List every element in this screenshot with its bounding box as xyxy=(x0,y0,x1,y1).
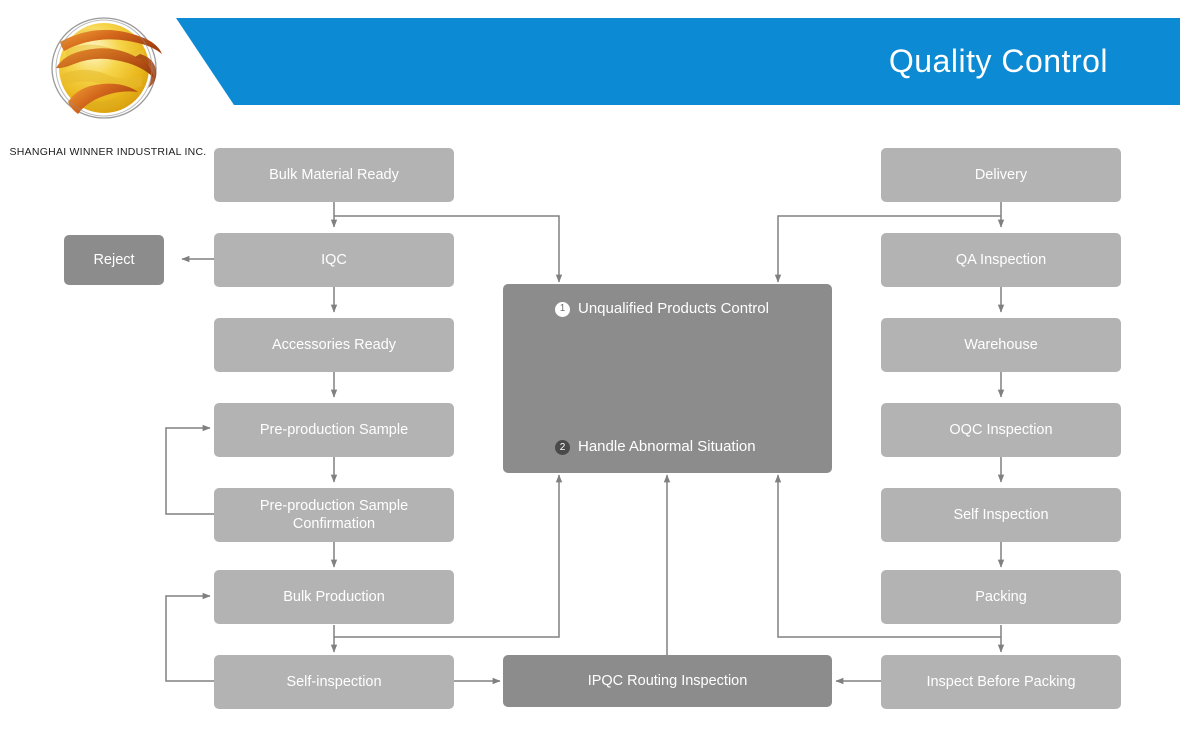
node-self-inspection-right[interactable]: Self Inspection xyxy=(881,488,1121,542)
badge-number-1-icon: 1 xyxy=(555,301,570,317)
node-label: Pre-production Sample Confirmation xyxy=(259,497,409,532)
arrow-confirmation-feedback-to-sample xyxy=(165,424,214,515)
globe-logo-icon xyxy=(51,17,162,119)
node-label: Bulk Material Ready xyxy=(269,166,399,183)
node-reject[interactable]: Reject xyxy=(64,235,164,285)
node-warehouse[interactable]: Warehouse xyxy=(881,318,1121,372)
banner-shape xyxy=(176,18,1180,105)
node-label: OQC Inspection xyxy=(949,421,1053,438)
node-oqc-inspection[interactable]: OQC Inspection xyxy=(881,403,1121,457)
center-item-label: Handle Abnormal Situation xyxy=(578,438,756,456)
node-inspect-before-packing[interactable]: Inspect Before Packing xyxy=(881,655,1121,709)
node-bulk-material-ready[interactable]: Bulk Material Ready xyxy=(214,148,454,202)
node-accessories-ready[interactable]: Accessories Ready xyxy=(214,318,454,372)
node-ipqc-routing-inspection[interactable]: IPQC Routing Inspection xyxy=(503,655,832,707)
node-label: Warehouse xyxy=(964,336,1038,353)
node-label: Reject xyxy=(93,251,135,268)
node-label: Packing xyxy=(975,588,1027,605)
badge-number-2-icon: 2 xyxy=(555,440,570,456)
node-label: Pre-production Sample xyxy=(259,421,409,438)
center-item-2: 2 Handle Abnormal Situation xyxy=(503,438,832,457)
node-pre-production-sample[interactable]: Pre-production Sample xyxy=(214,403,454,457)
arrow-self-inspection-feedback-to-bulk-production xyxy=(165,592,214,682)
header-banner: Quality Control xyxy=(176,18,1180,105)
node-packing[interactable]: Packing xyxy=(881,570,1121,624)
node-label: QA Inspection xyxy=(955,251,1047,268)
node-unqualified-products-control[interactable]: 1 Unqualified Products Control 2 Handle … xyxy=(503,284,832,473)
node-delivery[interactable]: Delivery xyxy=(881,148,1121,202)
node-pre-production-sample-confirmation[interactable]: Pre-production Sample Confirmation xyxy=(214,488,454,542)
node-label: Delivery xyxy=(974,166,1028,183)
node-label: IPQC Routing Inspection xyxy=(587,672,748,689)
node-self-inspection[interactable]: Self-inspection xyxy=(214,655,454,709)
node-qa-inspection[interactable]: QA Inspection xyxy=(881,233,1121,287)
node-iqc[interactable]: IQC xyxy=(214,233,454,287)
company-logo: SHANGHAI WINNER INDUSTRIAL INC. xyxy=(8,8,206,158)
node-bulk-production[interactable]: Bulk Production xyxy=(214,570,454,624)
node-label: IQC xyxy=(321,251,347,268)
page-title: Quality Control xyxy=(888,43,1108,79)
node-label: Self Inspection xyxy=(953,506,1049,523)
center-item-1: 1 Unqualified Products Control xyxy=(503,300,832,319)
node-label: Accessories Ready xyxy=(271,336,397,353)
node-label: Self-inspection xyxy=(286,673,382,690)
company-name: SHANGHAI WINNER INDUSTRIAL INC. xyxy=(9,146,207,158)
node-label: Bulk Production xyxy=(283,588,385,605)
center-item-label: Unqualified Products Control xyxy=(578,300,769,317)
node-label: Inspect Before Packing xyxy=(926,673,1076,690)
